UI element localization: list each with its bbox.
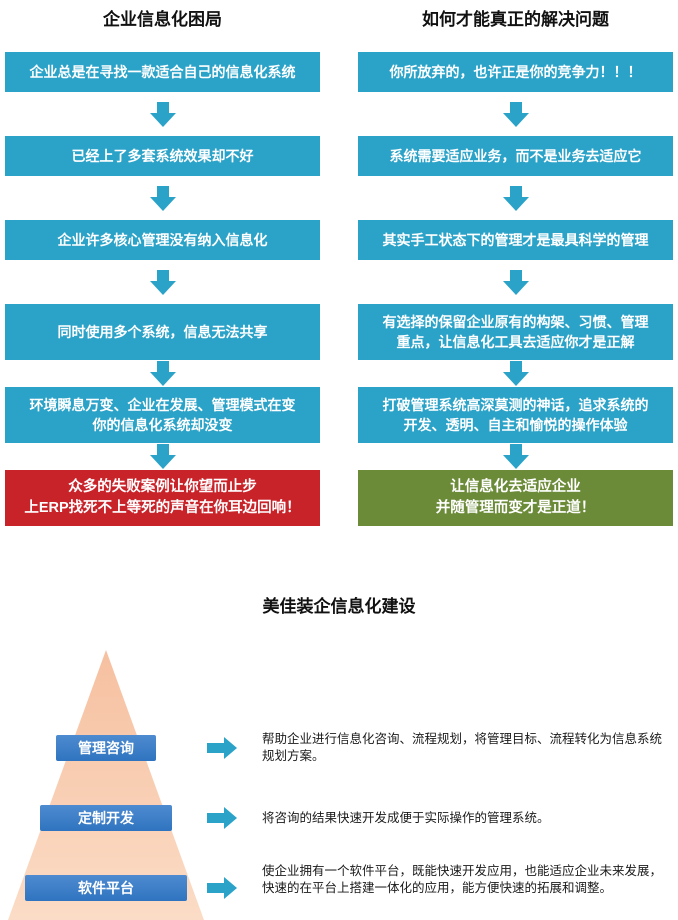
down-arrow-icon [502, 101, 529, 127]
flow-box-right-4: 有选择的保留企业原有的构架、习惯、管理 重点，让信息化工具去适应你才是正解 [358, 304, 673, 360]
arrow-row-1 [5, 92, 673, 136]
pyramid-section: 美佳装企信息化建设 管理咨询 帮助企业进行信息化咨询、流程规划，将管理目标、流程… [0, 526, 678, 920]
pyramid-level-2-description: 将咨询的结果快速开发成便于实际操作的管理系统。 [262, 811, 550, 825]
down-arrow-icon [502, 361, 529, 386]
flow-box-right-2: 系统需要适应业务，而不是业务去适应它 [358, 136, 673, 176]
flow-row-4: 同时使用多个系统，信息无法共享 有选择的保留企业原有的构架、习惯、管理 重点，让… [5, 304, 673, 360]
pyramid-level-3-description: 使企业拥有一个软件平台，既能快速开发应用，也能适应企业未来发展，快速的在平台上搭… [262, 864, 663, 895]
arrow-row-2 [5, 176, 673, 220]
arrow-row-5 [5, 443, 673, 470]
down-arrow-icon [502, 444, 529, 469]
flow-box-left-2: 已经上了多套系统效果却不好 [5, 136, 320, 176]
arrow-row-4 [5, 360, 673, 387]
down-arrow-icon [149, 444, 176, 469]
flow-box-right-3: 其实手工状态下的管理才是最具科学的管理 [358, 220, 673, 260]
flow-row-1: 企业总是在寻找一款适合自己的信息化系统 你所放弃的，也许正是你的竞争力！！！ [5, 52, 673, 92]
flow-row-2: 已经上了多套系统效果却不好 系统需要适应业务，而不是业务去适应它 [5, 136, 673, 176]
down-arrow-icon [149, 361, 176, 386]
flow-row-3: 企业许多核心管理没有纳入信息化 其实手工状态下的管理才是最具科学的管理 [5, 220, 673, 260]
right-column-title: 如何才能真正的解决问题 [422, 10, 609, 29]
flow-box-left-6-conclusion: 众多的失败案例让你望而止步 上ERP找死不上等死的声音在你耳边回响！ [5, 470, 320, 526]
flow-box-left-4: 同时使用多个系统，信息无法共享 [5, 304, 320, 360]
flow-box-right-6-conclusion: 让信息化去适应企业 并随管理而变才是正道！ [358, 470, 673, 526]
pyramid-level-2-label: 定制开发 [40, 805, 172, 831]
right-arrow-icon [207, 877, 237, 899]
flow-row-5: 环境瞬息万变、企业在发展、管理模式在变 你的信息化系统却没变 打破管理系统高深莫… [5, 387, 673, 443]
arrow-row-3 [5, 260, 673, 304]
down-arrow-icon [149, 269, 176, 295]
down-arrow-icon [502, 269, 529, 295]
pyramid-level-3-label: 软件平台 [25, 875, 187, 901]
pyramid-level-1-label: 管理咨询 [56, 735, 156, 761]
down-arrow-icon [149, 101, 176, 127]
flow-box-left-5: 环境瞬息万变、企业在发展、管理模式在变 你的信息化系统却没变 [5, 387, 320, 443]
right-arrow-icon [207, 807, 237, 829]
down-arrow-icon [502, 185, 529, 211]
flow-box-left-1: 企业总是在寻找一款适合自己的信息化系统 [5, 52, 320, 92]
column-titles-row: 企业信息化困局 如何才能真正的解决问题 [5, 8, 673, 32]
flow-box-left-3: 企业许多核心管理没有纳入信息化 [5, 220, 320, 260]
flow-row-6: 众多的失败案例让你望而止步 上ERP找死不上等死的声音在你耳边回响！ 让信息化去… [5, 470, 673, 526]
flow-diagram: 企业信息化困局 如何才能真正的解决问题 企业总是在寻找一款适合自己的信息化系统 … [5, 8, 673, 526]
flow-box-right-5: 打破管理系统高深莫测的神话，追求系统的 开发、透明、自主和愉悦的操作体验 [358, 387, 673, 443]
left-column-title: 企业信息化困局 [103, 10, 222, 29]
pyramid-section-title: 美佳装企信息化建设 [262, 597, 416, 616]
down-arrow-icon [149, 185, 176, 211]
flow-box-right-1: 你所放弃的，也许正是你的竞争力！！！ [358, 52, 673, 92]
right-arrow-icon [207, 737, 237, 759]
pyramid-level-1-description: 帮助企业进行信息化咨询、流程规划，将管理目标、流程转化为信息系统规划方案。 [262, 732, 663, 763]
